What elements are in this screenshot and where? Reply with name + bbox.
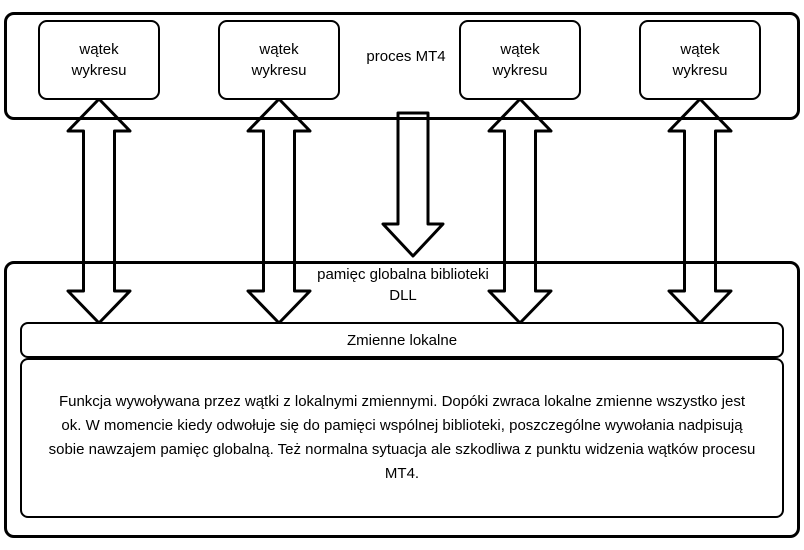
thread-box-4-label: wątek wykresu: [672, 41, 728, 79]
thread-box-3[interactable]: wątek wykresu: [459, 20, 581, 100]
process-label: proces MT4: [366, 48, 446, 65]
thread-box-2-label: wątek wykresu: [251, 41, 307, 79]
dll-global-memory-label: pamięc globalna biblioteki DLL: [317, 266, 489, 304]
process-container: [4, 12, 800, 120]
description-text: Funkcja wywoływana przez wątki z lokalny…: [48, 393, 756, 482]
thread-box-3-label: wątek wykresu: [492, 41, 548, 79]
thread-box-1-label: wątek wykresu: [71, 41, 127, 79]
thread-box-1[interactable]: wątek wykresu: [38, 20, 160, 100]
thread-box-2[interactable]: wątek wykresu: [218, 20, 340, 100]
description-box: Funkcja wywoływana przez wątki z lokalny…: [20, 358, 784, 518]
thread-box-4[interactable]: wątek wykresu: [639, 20, 761, 100]
local-variables-box[interactable]: Zmienne lokalne: [20, 322, 784, 358]
global-memory-down-arrow: [381, 111, 445, 258]
local-variables-label: Zmienne lokalne: [346, 331, 458, 349]
dll-container: [4, 261, 800, 538]
